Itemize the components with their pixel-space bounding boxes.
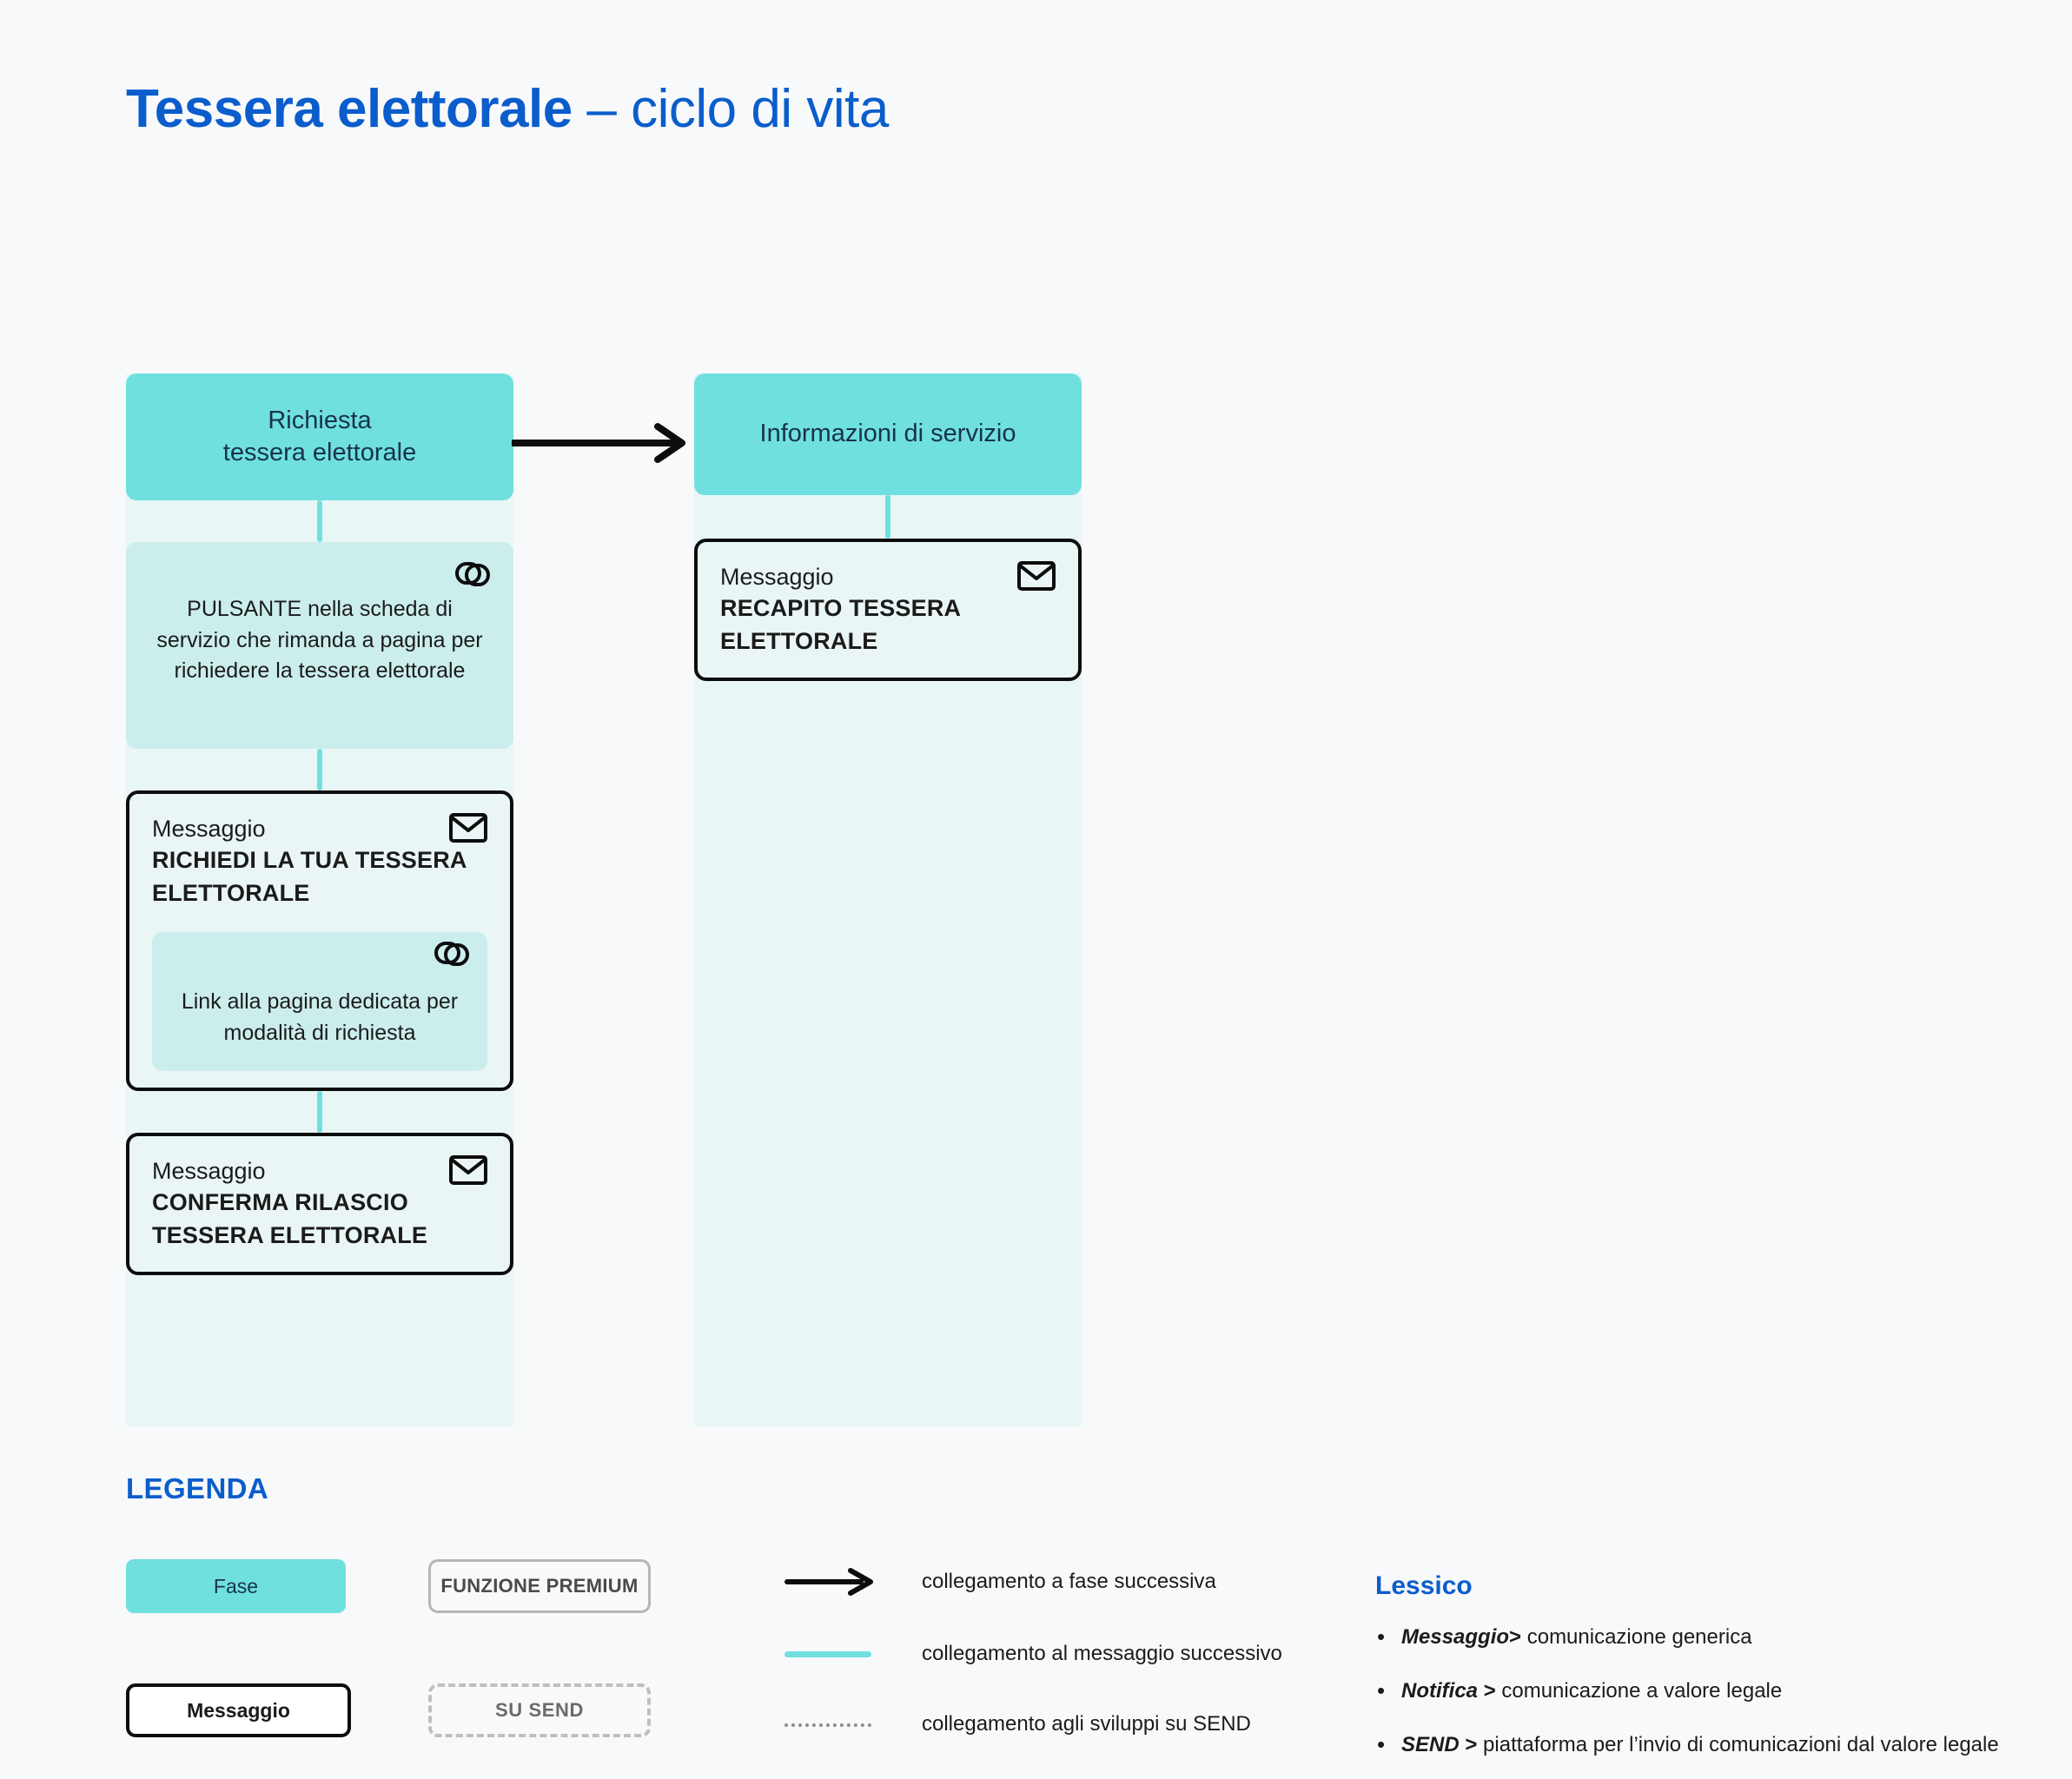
message-label: Messaggio [152, 816, 266, 842]
message-label: Messaggio [720, 564, 834, 590]
message-box-conferma[interactable]: Messaggio CONFERMA RILASCIO TESSERA ELET… [126, 1133, 513, 1275]
message-title: CONFERMA RILASCIO TESSERA ELETTORALE [152, 1189, 428, 1248]
message-title: RICHIEDI LA TUA TESSERA ELETTORALE [152, 847, 467, 906]
legend-label: collegamento al messaggio successivo [922, 1642, 1282, 1665]
legend-chip-su-send: SU SEND [428, 1683, 651, 1737]
lessico-item: Notifica > comunicazione a valore legale [1375, 1677, 1999, 1704]
lessico-heading: Lessico [1375, 1571, 1473, 1600]
phase-box-richiesta[interactable]: Richiesta tessera elettorale [126, 374, 513, 500]
lessico-term: SEND [1401, 1732, 1460, 1756]
arrow-right-icon [784, 1568, 878, 1596]
message-label: Messaggio [152, 1158, 266, 1184]
phase-label-line1: Richiesta [268, 406, 372, 434]
legend-chip-fase: Fase [126, 1559, 346, 1613]
phase-label-line2: tessera elettorale [222, 439, 417, 466]
page-title-light: – ciclo di vita [572, 79, 889, 139]
lessico-definition: comunicazione a valore legale [1495, 1678, 1783, 1703]
phase-label-line1: Informazioni di servizio [759, 420, 1016, 448]
legend-heading: LEGENDA [126, 1472, 269, 1505]
link-icon [434, 941, 469, 966]
lessico-definition: comunicazione generica [1521, 1625, 1752, 1649]
mail-icon [1017, 561, 1056, 591]
mail-icon [449, 1155, 487, 1185]
lessico-separator: > [1483, 1678, 1496, 1703]
connector-teal [317, 1091, 322, 1133]
legend-chip-messaggio: Messaggio [126, 1683, 351, 1737]
lessico-term: Notifica [1401, 1678, 1479, 1703]
dotted-line-icon [784, 1710, 878, 1738]
legend-label: collegamento agli sviluppi su SEND [922, 1712, 1251, 1736]
page-title-strong: Tessera elettorale [126, 79, 573, 139]
connector-teal [885, 495, 890, 539]
lessico-separator: > [1509, 1625, 1522, 1649]
connector-teal [317, 500, 322, 542]
lessico-separator: > [1465, 1732, 1478, 1756]
page-title: Tessera elettorale – ciclo di vita [126, 79, 889, 139]
message-box-richiedi[interactable]: Messaggio RICHIEDI LA TUA TESSERA ELETTO… [126, 790, 513, 1091]
legend-label: collegamento a fase successiva [922, 1570, 1216, 1593]
lessico-item: SEND > piattaforma per l’invio di comuni… [1375, 1731, 1999, 1758]
lessico-item: Messaggio> comunicazione generica [1375, 1624, 1999, 1650]
message-title: RECAPITO TESSERA ELETTORALE [720, 595, 961, 654]
message-box-recapito[interactable]: Messaggio RECAPITO TESSERA ELETTORALE [694, 539, 1082, 681]
legend-row-teal: collegamento al messaggio successivo [784, 1640, 1282, 1668]
teal-line-icon [784, 1640, 878, 1668]
phase-box-informazioni[interactable]: Informazioni di servizio [694, 374, 1082, 495]
legend-row-arrow: collegamento a fase successiva [784, 1568, 1216, 1596]
legend-chip-funzione-premium: FUNZIONE PREMIUM [428, 1559, 651, 1613]
link-icon [455, 562, 490, 586]
arrow-right-icon [512, 423, 685, 463]
nested-info-text: Link alla pagina dedicata per modalità d… [181, 989, 459, 1046]
lessico-list: Messaggio> comunicazione generica Notifi… [1375, 1624, 1999, 1779]
lessico-term: Messaggio [1401, 1625, 1510, 1649]
nested-info-link[interactable]: Link alla pagina dedicata per modalità d… [152, 931, 487, 1072]
legend-row-dotted: collegamento agli sviluppi su SEND [784, 1710, 1251, 1738]
info-box-pulsante[interactable]: PULSANTE nella scheda di servizio che ri… [126, 542, 513, 749]
connector-teal [317, 749, 322, 790]
info-box-text: PULSANTE nella scheda di servizio che ri… [156, 597, 483, 683]
mail-icon [449, 813, 487, 843]
lessico-definition: piattaforma per l’invio di comunicazioni… [1477, 1732, 1999, 1756]
